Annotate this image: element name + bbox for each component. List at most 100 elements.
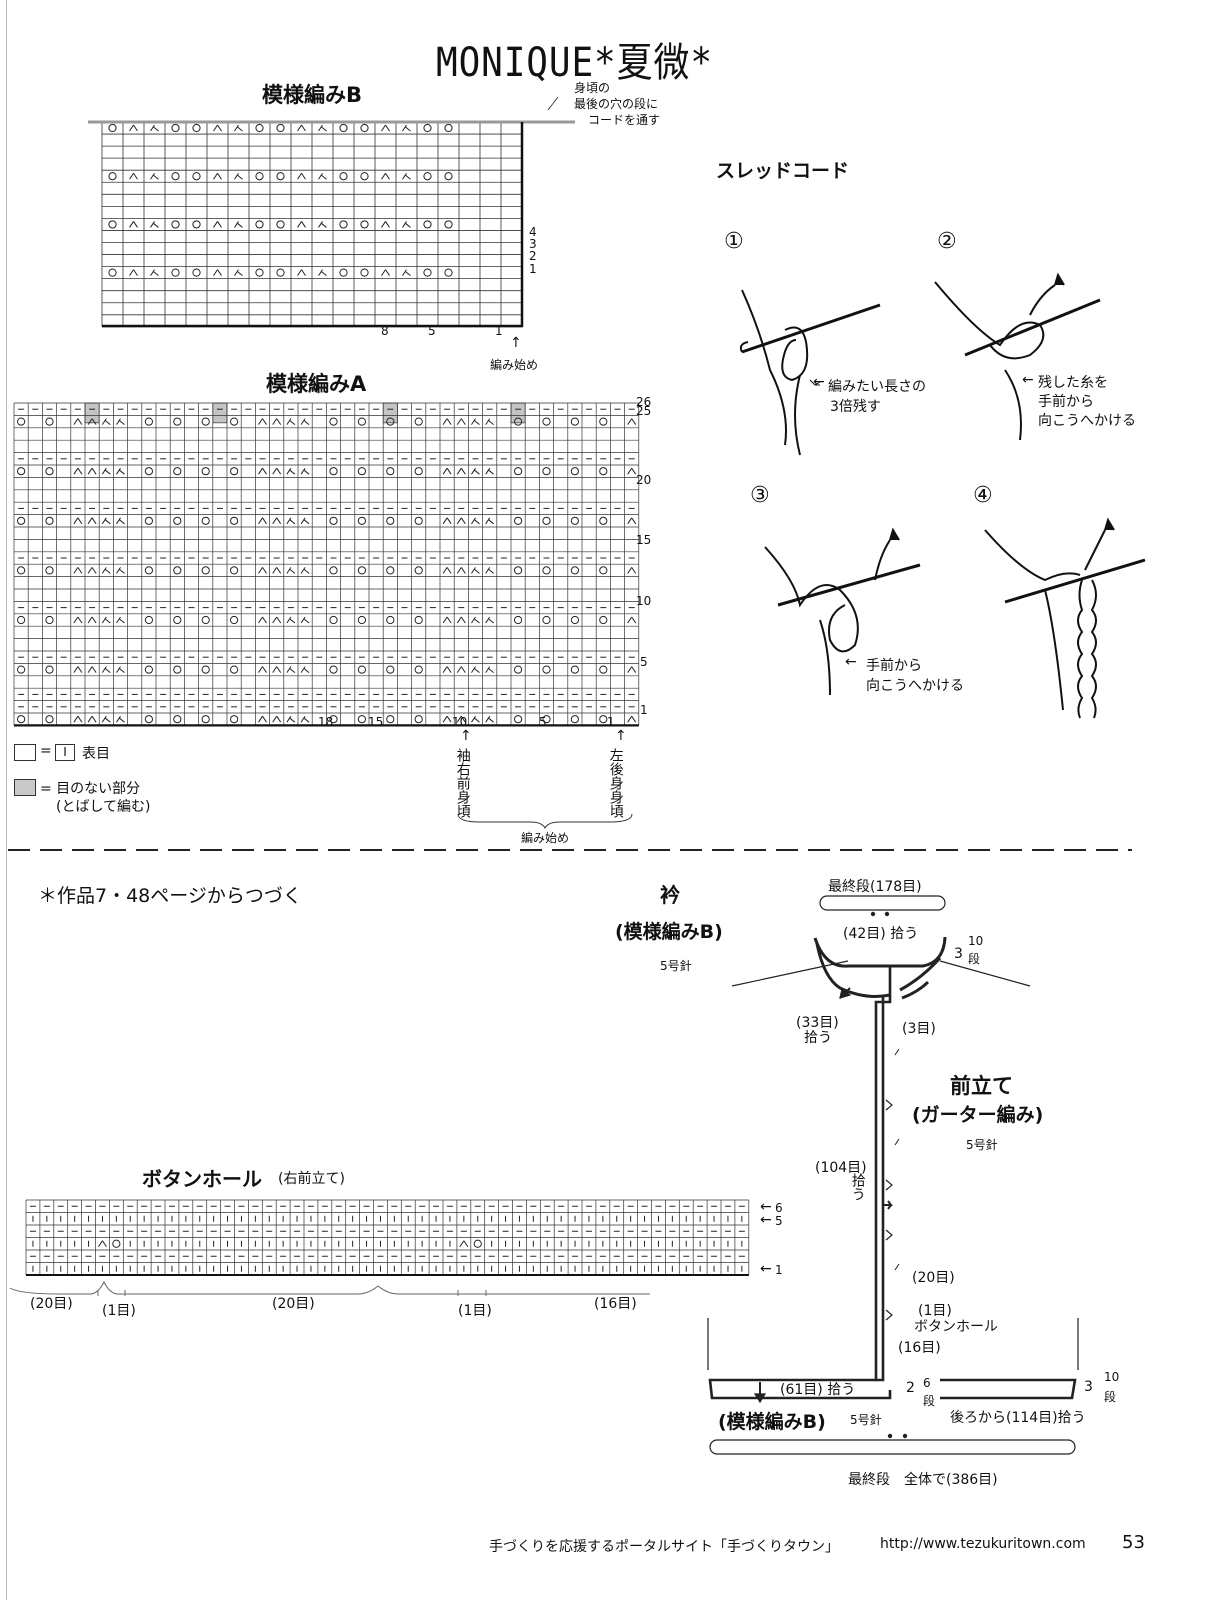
chart-a-row-5: 5 <box>640 655 648 669</box>
front-band-needle: 5号針 <box>966 1138 998 1152</box>
arrow-up-icon: ↑ <box>615 728 627 744</box>
footer-url: http://www.tezukuritown.com <box>880 1536 1086 1552</box>
cord-note-2: 残した糸を 手前から 向こうへかける <box>1038 375 1136 429</box>
bh-count-16: (16目) <box>594 1296 637 1312</box>
pick-104: (104目) <box>815 1160 867 1176</box>
legend-gray-box <box>14 779 36 796</box>
cord-step-2: ② <box>937 229 957 254</box>
legend-no-stitch-note: (とばして編む) <box>56 799 151 815</box>
page-title: MONIQUE*夏微* <box>436 40 713 86</box>
buttonhole-title: ボタンホール <box>142 1167 262 1191</box>
continue-note: ＊作品7・48ページからつづく <box>38 885 302 907</box>
chart-a-start-left-back: 左後身身頃 <box>607 748 624 818</box>
pick-104-label: 拾う <box>849 1173 866 1201</box>
chart-b-col-5: 5 <box>428 324 436 338</box>
rows-10b: 10 <box>1104 1370 1120 1384</box>
crochet-hook-step3 <box>764 527 921 696</box>
scan-edge <box>6 0 7 1600</box>
buttonhole-chart <box>9 1199 750 1296</box>
cord-title: スレッドコード <box>716 160 850 182</box>
cord-step-4: ④ <box>973 483 993 508</box>
cord-note-1: 編みたい長さの 3倍残す <box>828 379 926 415</box>
pick-33: (33目) <box>796 1015 839 1031</box>
bottom-last-row: 最終段 全体で(386目) <box>848 1472 998 1488</box>
chart-b-note: 身頃の 最後の穴の段に コードを通す <box>574 81 661 127</box>
legend-no-stitch: = 目のない部分 <box>40 781 141 797</box>
arrow-left-icon: ← <box>760 1212 772 1228</box>
bh-row-1: 1 <box>775 1263 783 1277</box>
pick-61: (61目) 拾う <box>780 1382 856 1398</box>
buttonhole-label: ボタンホール <box>914 1319 998 1335</box>
bottom-needle: 5号針 <box>850 1413 882 1427</box>
pick-33-label: 拾う <box>804 1030 832 1046</box>
count-16: (16目) <box>898 1340 941 1356</box>
chart-b-start: 編み始め <box>490 358 539 372</box>
collar-pick-42: (42目) 拾う <box>843 926 919 942</box>
rows-6: 6 <box>923 1376 931 1390</box>
chart-a-col-5: 5 <box>539 715 547 729</box>
bh-count-20b: (20目) <box>272 1296 315 1312</box>
legend-knit-box: I <box>55 744 75 761</box>
chart-a-start: 編み始め <box>521 831 570 845</box>
bottom-title: (模様編みB) <box>718 1411 826 1433</box>
count-20: (20目) <box>912 1270 955 1286</box>
assembly-diagram <box>707 895 1079 1455</box>
count-3: (3目) <box>902 1021 936 1037</box>
bh-count-20a: (20目) <box>30 1296 73 1312</box>
arrow-left-icon: ← <box>813 374 825 390</box>
cord-illustrations <box>739 272 1146 719</box>
arrow-up-icon: ↑ <box>510 335 522 351</box>
arrow-left-icon: ← <box>760 1261 772 1277</box>
chart-a-row-15: 15 <box>636 533 652 547</box>
legend-eq-1: = <box>40 743 52 759</box>
chart-a-title: 模様編みA <box>266 372 367 396</box>
rows-10b-dan: 段 <box>1104 1390 1117 1404</box>
chart-a-col-10: 10 <box>452 715 468 729</box>
chart-a-grid <box>13 402 640 727</box>
collar-rows-dan: 段 <box>968 952 981 966</box>
chart-b-col-1: 1 <box>495 324 503 338</box>
count-1: (1目) <box>918 1303 952 1319</box>
chart-a-col-1: 1 <box>607 715 615 729</box>
legend-blank-box <box>14 744 36 761</box>
collar-needle: 5号針 <box>660 959 692 973</box>
arrow-left-icon: ← <box>845 654 857 670</box>
arrow-up-icon: ↑ <box>460 728 472 744</box>
back-pick-114: 後ろから(114目)拾う <box>950 1410 1086 1426</box>
collar-rows-10: 10 <box>968 934 984 948</box>
collar-rows-3: 3 <box>954 946 963 962</box>
bh-row-6: 6 <box>775 1201 783 1215</box>
footer-text: 手づくりを応援するポータルサイト「手づくりタウン」 <box>489 1539 839 1555</box>
chart-b-grid <box>88 96 575 328</box>
chart-b-row-numbers: 4 3 2 1 <box>529 225 537 276</box>
bh-row-5: 5 <box>775 1214 783 1228</box>
chart-a-col-18: 18 <box>318 715 334 729</box>
arrow-left-icon: ← <box>1022 372 1034 388</box>
start-bracket <box>457 813 633 830</box>
chart-b-col-8: 8 <box>381 324 389 338</box>
collar-last-row: 最終段(178目) <box>828 879 922 895</box>
collar-sub: (模様編みB) <box>615 921 723 943</box>
arrow-left-icon: ← <box>760 1199 772 1215</box>
rows-6-dan: 段 <box>923 1394 936 1408</box>
legend-knit-label: 表目 <box>82 746 110 762</box>
crochet-hook-step4 <box>984 517 1146 719</box>
chart-a-row-10: 10 <box>636 594 652 608</box>
section-divider <box>8 849 1132 851</box>
rows-3b: 3 <box>1084 1379 1093 1395</box>
page-number: 53 <box>1122 1532 1145 1553</box>
front-band-title: 前立て <box>950 1074 1013 1098</box>
buttonhole-sub: (右前立て) <box>278 1171 345 1187</box>
cord-step-1: ① <box>724 229 744 254</box>
chart-a-start-right-front: 袖右前身頃 <box>454 748 471 818</box>
chart-a-row-26-25: 26 25 <box>636 395 652 418</box>
rows-2: 2 <box>906 1380 915 1396</box>
cord-note-3: 手前から 向こうへかける <box>866 658 964 694</box>
cord-step-3: ③ <box>750 483 770 508</box>
crochet-hook-step1 <box>739 289 881 456</box>
collar-title: 衿 <box>660 883 680 907</box>
chart-a-col-15: 15 <box>368 715 384 729</box>
crochet-hook-step2 <box>934 272 1101 441</box>
bh-count-1a: (1目) <box>102 1303 136 1319</box>
chart-b-title: 模様編みB <box>262 83 363 107</box>
